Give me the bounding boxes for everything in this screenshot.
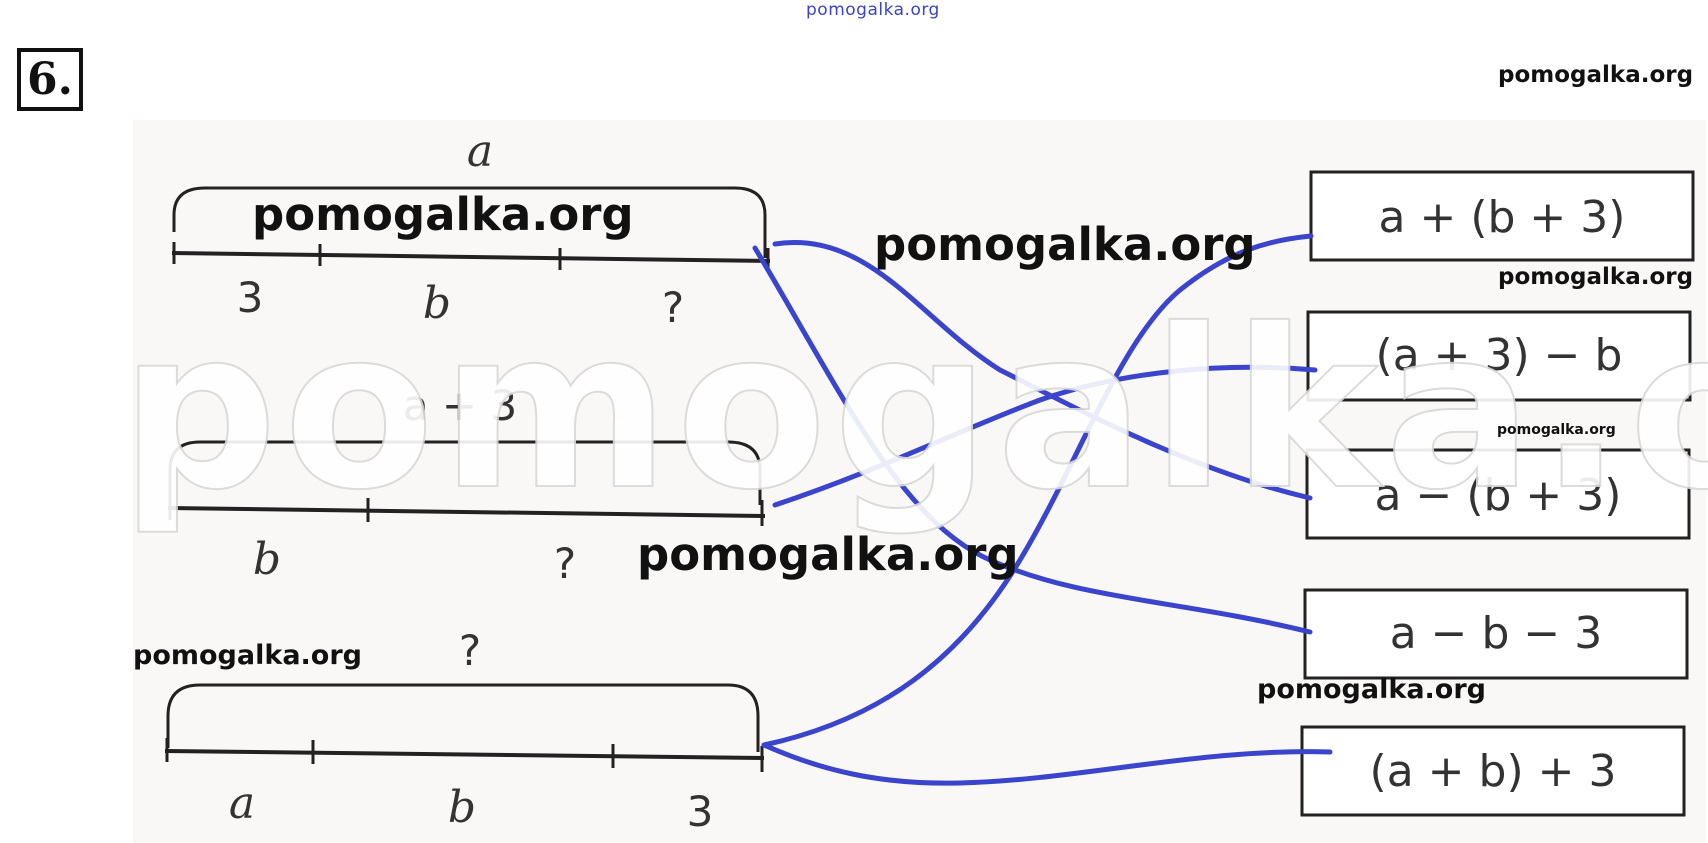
watermark-8: pomogalka.org	[1257, 674, 1486, 705]
diagram-1-seg-1: 3	[237, 273, 264, 322]
diagram-3-seg-2: b	[448, 782, 476, 833]
expression-3: a − (b + 3)	[1375, 470, 1622, 521]
segment-line-2	[167, 506, 766, 518]
segment-line-3	[164, 749, 765, 760]
expression-box-3: a − (b + 3)	[1305, 448, 1691, 540]
diagram-1-seg-2: b	[423, 278, 451, 329]
watermark-6: pomogalka.org	[637, 528, 1019, 581]
expression-box-2: (a + 3) − b	[1306, 310, 1692, 402]
connector-d2-to-expr2	[772, 364, 1318, 508]
diagram-2-seg-1: b	[253, 534, 281, 585]
segment-diagram-3: ? a b 3	[164, 626, 765, 836]
watermark-5: pomogalka.org	[1497, 422, 1616, 438]
expression-2: (a + 3) − b	[1376, 330, 1623, 381]
diagram-1-top-label: a	[467, 126, 493, 177]
diagram-2-top-label: a + 3	[403, 381, 517, 430]
connector-d1-to-expr4	[752, 245, 1313, 635]
brace-3	[166, 683, 760, 752]
diagram-3-seg-3: 3	[687, 787, 714, 836]
segment-diagram-1: a 3 b ?	[171, 126, 771, 332]
segment-line-1	[171, 251, 771, 263]
brace-2	[168, 440, 762, 505]
connector-d1-to-expr3	[772, 240, 1313, 501]
brace-1	[172, 186, 767, 258]
connector-d3-to-expr5	[761, 742, 1333, 786]
watermark-top: pomogalka.org	[806, 0, 940, 20]
watermark-4: pomogalka.org	[1498, 264, 1694, 290]
expression-box-1: a + (b + 3)	[1309, 170, 1695, 262]
watermark-1: pomogalka.org	[1498, 62, 1694, 88]
segment-diagram-2: a + 3 b ?	[167, 381, 766, 588]
watermark-3: pomogalka.org	[874, 218, 1256, 271]
diagram-3-top-label: ?	[459, 626, 481, 675]
expression-5: (a + b) + 3	[1370, 746, 1617, 797]
watermark-7: pomogalka.org	[133, 640, 362, 671]
diagram-3-seg-1: a	[229, 778, 255, 829]
connector-d3-to-expr1	[761, 233, 1314, 748]
diagram-2-seg-2: ?	[554, 539, 576, 588]
task-number: 6.	[17, 48, 83, 111]
expression-1: a + (b + 3)	[1379, 192, 1626, 243]
expression-box-5: (a + b) + 3	[1300, 725, 1686, 817]
expression-box-4: a − b − 3	[1303, 588, 1689, 680]
expression-4: a − b − 3	[1390, 608, 1603, 659]
watermark-2: pomogalka.org	[252, 188, 634, 241]
diagram-1-seg-3: ?	[662, 283, 684, 332]
connectors	[752, 233, 1333, 786]
